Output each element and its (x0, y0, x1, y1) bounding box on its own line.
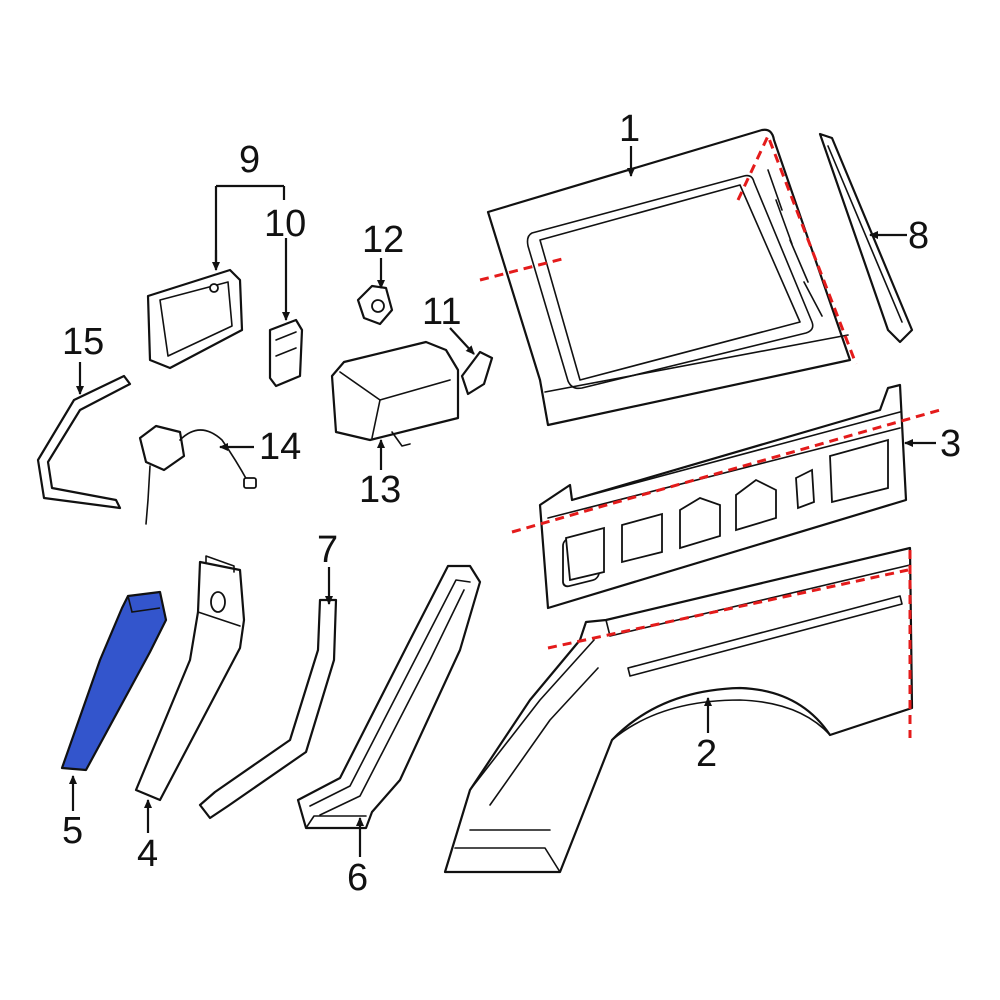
leader-arrows (69, 146, 936, 857)
callout-12: 12 (362, 219, 404, 261)
callout-3: 3 (940, 423, 961, 465)
part-6-reinforcement[interactable] (296, 564, 482, 830)
part-4-pillar[interactable] (134, 555, 246, 802)
callout-labels: 1 8 3 2 6 7 4 5 9 10 12 11 13 14 15 (62, 108, 961, 899)
callout-11: 11 (422, 291, 461, 333)
callout-10: 10 (264, 203, 306, 245)
callout-2: 2 (696, 733, 717, 775)
part-7-seal-strip[interactable] (198, 598, 338, 820)
callout-14: 14 (259, 426, 301, 468)
callout-13: 13 (359, 469, 401, 511)
callout-5: 5 (62, 810, 83, 852)
part-5-pillar-cover-highlighted[interactable] (60, 590, 168, 772)
part-2-outer-quarter-panel[interactable] (443, 546, 914, 874)
callout-7: 7 (317, 529, 338, 571)
part-3-inner-panel[interactable] (538, 383, 908, 610)
part-12-clip[interactable] (356, 284, 394, 326)
callout-8: 8 (908, 215, 929, 257)
callout-9: 9 (239, 139, 260, 181)
callout-4: 4 (137, 833, 158, 875)
part-11-bracket[interactable] (460, 350, 494, 396)
part-14-sensor-harness[interactable] (138, 424, 257, 525)
part-13-storage-pocket[interactable] (330, 340, 460, 447)
part-10-fuel-door[interactable] (268, 318, 304, 388)
part-9-fuel-door-housing[interactable] (146, 268, 244, 370)
callout-1: 1 (619, 108, 640, 150)
callout-6: 6 (347, 857, 368, 899)
callout-15: 15 (62, 321, 104, 363)
cut-lines (479, 132, 941, 738)
part-1-upper-quarter-panel[interactable] (486, 128, 852, 427)
part-15-strap[interactable] (36, 374, 132, 510)
part-8-trim-strip[interactable] (818, 132, 914, 344)
